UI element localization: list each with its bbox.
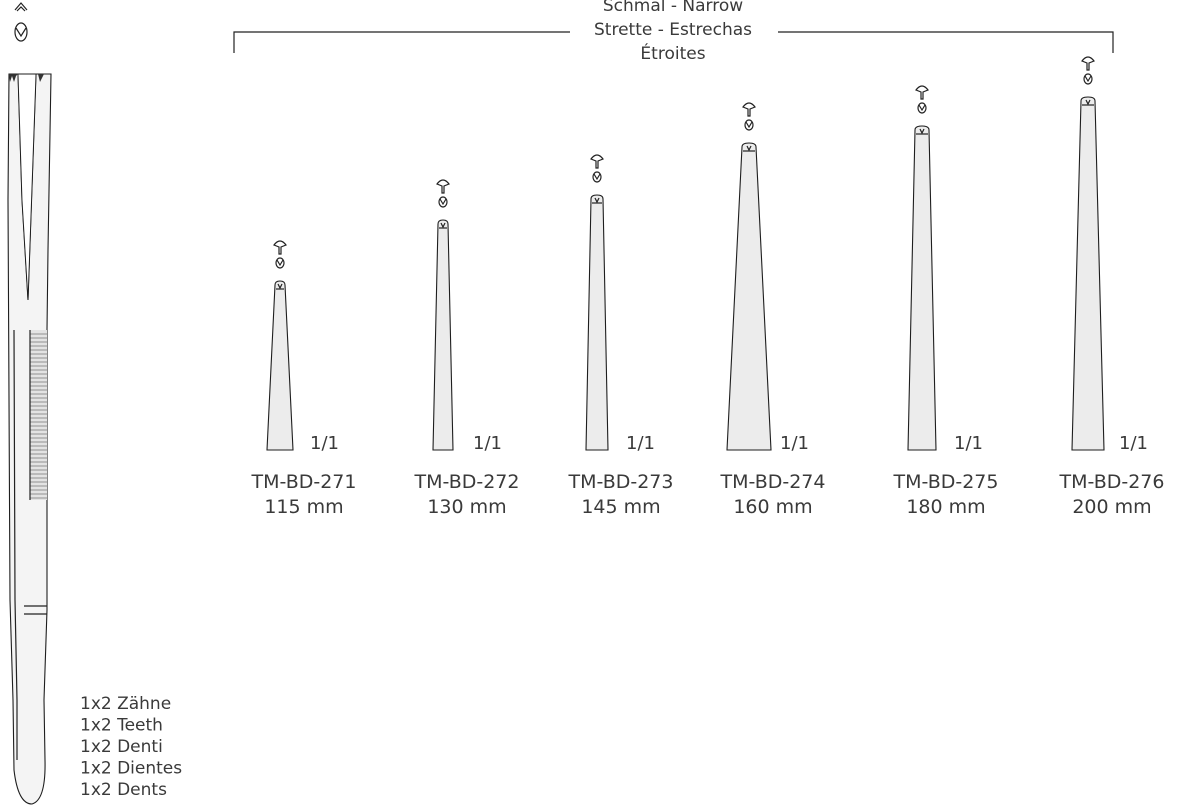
header-line-3: Étroites <box>640 42 705 64</box>
model-code: TM-BD-271 <box>251 471 357 493</box>
teeth-label: 1x2 Zähne <box>80 694 171 714</box>
scale-label: 1/1 <box>954 433 983 454</box>
model-length: 130 mm <box>427 496 506 518</box>
model-4: 1/1TM-BD-274 160 mm <box>720 102 826 518</box>
scale-label: 1/1 <box>310 433 339 454</box>
teeth-label: 1x2 Denti <box>80 737 163 757</box>
instrument-tip <box>266 280 294 451</box>
instrument-tip <box>432 219 454 451</box>
header-line-1: Schmal - Narrow <box>603 0 743 16</box>
header-line-2: Strette - Estrechas <box>594 20 752 40</box>
model-code: TM-BD-273 <box>568 471 674 493</box>
tip-detail-icon <box>273 240 287 269</box>
model-2: 1/1TM-BD-272 130 mm <box>414 179 520 518</box>
tip-detail-icon <box>436 179 450 208</box>
model-5: 1/1TM-BD-275 180 mm <box>893 85 999 518</box>
tip-detail-icon <box>742 102 756 131</box>
instrument-tip <box>726 142 772 451</box>
tip-detail-icon <box>915 85 929 114</box>
teeth-label: 1x2 Dents <box>80 780 167 800</box>
instrument-tip <box>585 194 609 451</box>
model-3: 1/1TM-BD-273 145 mm <box>568 154 674 518</box>
model-length: 180 mm <box>906 496 985 518</box>
header-bracket <box>233 31 1114 53</box>
model-code: TM-BD-275 <box>893 471 999 493</box>
tip-detail-icon <box>590 154 604 183</box>
model-length: 160 mm <box>733 496 812 518</box>
instrument-tip <box>907 125 937 451</box>
model-length: 200 mm <box>1072 496 1151 518</box>
model-code: TM-BD-276 <box>1059 471 1165 493</box>
scale-label: 1/1 <box>1119 433 1148 454</box>
scale-label: 1/1 <box>626 433 655 454</box>
forceps-full-drawing <box>7 73 52 805</box>
teeth-detail-icon <box>14 2 28 42</box>
model-1: 1/1TM-BD-271 115 mm <box>251 240 357 518</box>
model-length: 115 mm <box>264 496 343 518</box>
model-length: 145 mm <box>581 496 660 518</box>
instrument-tip <box>1071 96 1105 451</box>
teeth-label: 1x2 Dientes <box>80 759 182 779</box>
scale-label: 1/1 <box>473 433 502 454</box>
tip-detail-icon <box>1081 56 1095 85</box>
model-6: 1/1TM-BD-276 200 mm <box>1059 56 1165 518</box>
teeth-label: 1x2 Teeth <box>80 716 163 736</box>
model-code: TM-BD-272 <box>414 471 520 493</box>
model-code: TM-BD-274 <box>720 471 826 493</box>
scale-label: 1/1 <box>780 433 809 454</box>
